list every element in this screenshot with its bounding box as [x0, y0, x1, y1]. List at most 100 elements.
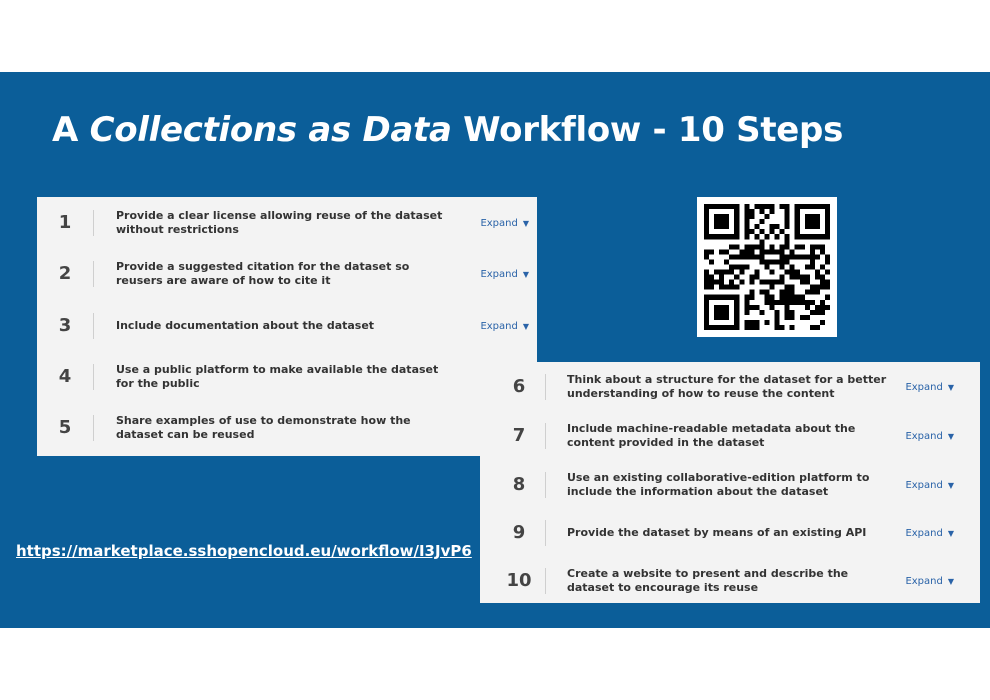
- qr-module: [729, 284, 735, 290]
- qr-module: [804, 289, 810, 295]
- qr-module: [819, 284, 825, 290]
- qr-module: [744, 304, 750, 310]
- expand-button[interactable]: Expand▼: [905, 511, 954, 555]
- qr-module: [824, 304, 830, 310]
- expand-button[interactable]: Expand▼: [905, 365, 954, 409]
- qr-module: [784, 299, 790, 305]
- qr-module: [769, 209, 775, 215]
- step-divider: [93, 313, 94, 339]
- expand-button[interactable]: Expand▼: [905, 463, 954, 507]
- qr-module: [749, 254, 755, 260]
- qr-module: [719, 249, 725, 255]
- workflow-link[interactable]: https://marketplace.sshopencloud.eu/work…: [16, 542, 472, 560]
- qr-module: [824, 214, 830, 220]
- qr-module: [719, 284, 725, 290]
- qr-module: [704, 204, 710, 210]
- step-number: 1: [58, 212, 72, 233]
- steps-panel-left: 1 Provide a clear license allowing reuse…: [37, 197, 537, 456]
- expand-button[interactable]: Expand▼: [905, 559, 954, 603]
- qr-module: [769, 304, 775, 310]
- qr-module: [799, 299, 805, 305]
- qr-module: [819, 279, 825, 285]
- steps-panel-right: 6 Think about a structure for the datase…: [480, 362, 980, 603]
- qr-module: [734, 314, 740, 320]
- qr-module: [814, 289, 820, 295]
- qr-module: [789, 309, 795, 315]
- expand-button[interactable]: Expand▼: [480, 201, 529, 245]
- qr-module: [764, 249, 770, 255]
- qr-module: [794, 234, 800, 240]
- qr-module: [794, 244, 800, 250]
- expand-button[interactable]: Expand▼: [480, 304, 529, 348]
- qr-module: [769, 229, 775, 235]
- qr-module: [724, 304, 730, 310]
- qr-module: [709, 204, 715, 210]
- qr-module: [719, 314, 725, 320]
- step-number: 5: [58, 417, 72, 438]
- qr-module: [769, 299, 775, 305]
- qr-module: [724, 219, 730, 225]
- qr-module: [819, 309, 825, 315]
- qr-module: [734, 324, 740, 330]
- qr-module: [794, 274, 800, 280]
- qr-module: [824, 224, 830, 230]
- qr-module: [779, 249, 785, 255]
- expand-label: Expand: [480, 268, 518, 280]
- qr-module: [734, 214, 740, 220]
- qr-module: [764, 319, 770, 325]
- expand-button[interactable]: Expand▼: [480, 252, 529, 296]
- qr-module: [779, 279, 785, 285]
- qr-module: [709, 249, 715, 255]
- step-text: Use a public platform to make available …: [116, 363, 439, 390]
- qr-module: [714, 219, 720, 225]
- step-row: 1 Provide a clear license allowing reuse…: [37, 201, 537, 245]
- qr-module: [744, 229, 750, 235]
- chevron-down-icon: ▼: [522, 218, 529, 228]
- qr-module: [754, 204, 760, 210]
- qr-module: [764, 279, 770, 285]
- step-row: 6 Think about a structure for the datase…: [480, 365, 980, 409]
- qr-module: [819, 274, 825, 280]
- step-number: 7: [512, 425, 526, 446]
- expand-label: Expand: [905, 430, 943, 442]
- qr-module: [704, 214, 710, 220]
- step-row: 7 Include machine-readable metadata abou…: [480, 414, 980, 458]
- qr-module: [714, 309, 720, 315]
- qr-module: [734, 299, 740, 305]
- qr-module: [819, 204, 825, 210]
- qr-module: [809, 324, 815, 330]
- qr-module: [734, 204, 740, 210]
- expand-label: Expand: [905, 575, 943, 587]
- step-row: 8 Use an existing collaborative-edition …: [480, 463, 980, 507]
- qr-module: [734, 244, 740, 250]
- qr-module: [784, 214, 790, 220]
- qr-module: [764, 299, 770, 305]
- qr-module: [734, 294, 740, 300]
- qr-module: [804, 264, 810, 270]
- qr-module: [759, 254, 765, 260]
- qr-module: [754, 244, 760, 250]
- qr-module: [704, 274, 710, 280]
- qr-module: [749, 274, 755, 280]
- qr-module: [799, 204, 805, 210]
- qr-module: [814, 219, 820, 225]
- qr-module: [814, 284, 820, 290]
- qr-module: [714, 294, 720, 300]
- qr-module: [814, 234, 820, 240]
- qr-module: [754, 319, 760, 325]
- qr-module: [814, 304, 820, 310]
- qr-module: [719, 324, 725, 330]
- step-number: 3: [58, 315, 72, 336]
- expand-label: Expand: [905, 479, 943, 491]
- qr-module: [749, 214, 755, 220]
- qr-module: [729, 234, 735, 240]
- qr-module: [819, 319, 825, 325]
- qr-module: [739, 254, 745, 260]
- qr-module: [779, 324, 785, 330]
- qr-module: [744, 264, 750, 270]
- qr-module: [809, 204, 815, 210]
- qr-module: [744, 254, 750, 260]
- qr-module: [714, 214, 720, 220]
- expand-button[interactable]: Expand▼: [905, 414, 954, 458]
- qr-module: [769, 279, 775, 285]
